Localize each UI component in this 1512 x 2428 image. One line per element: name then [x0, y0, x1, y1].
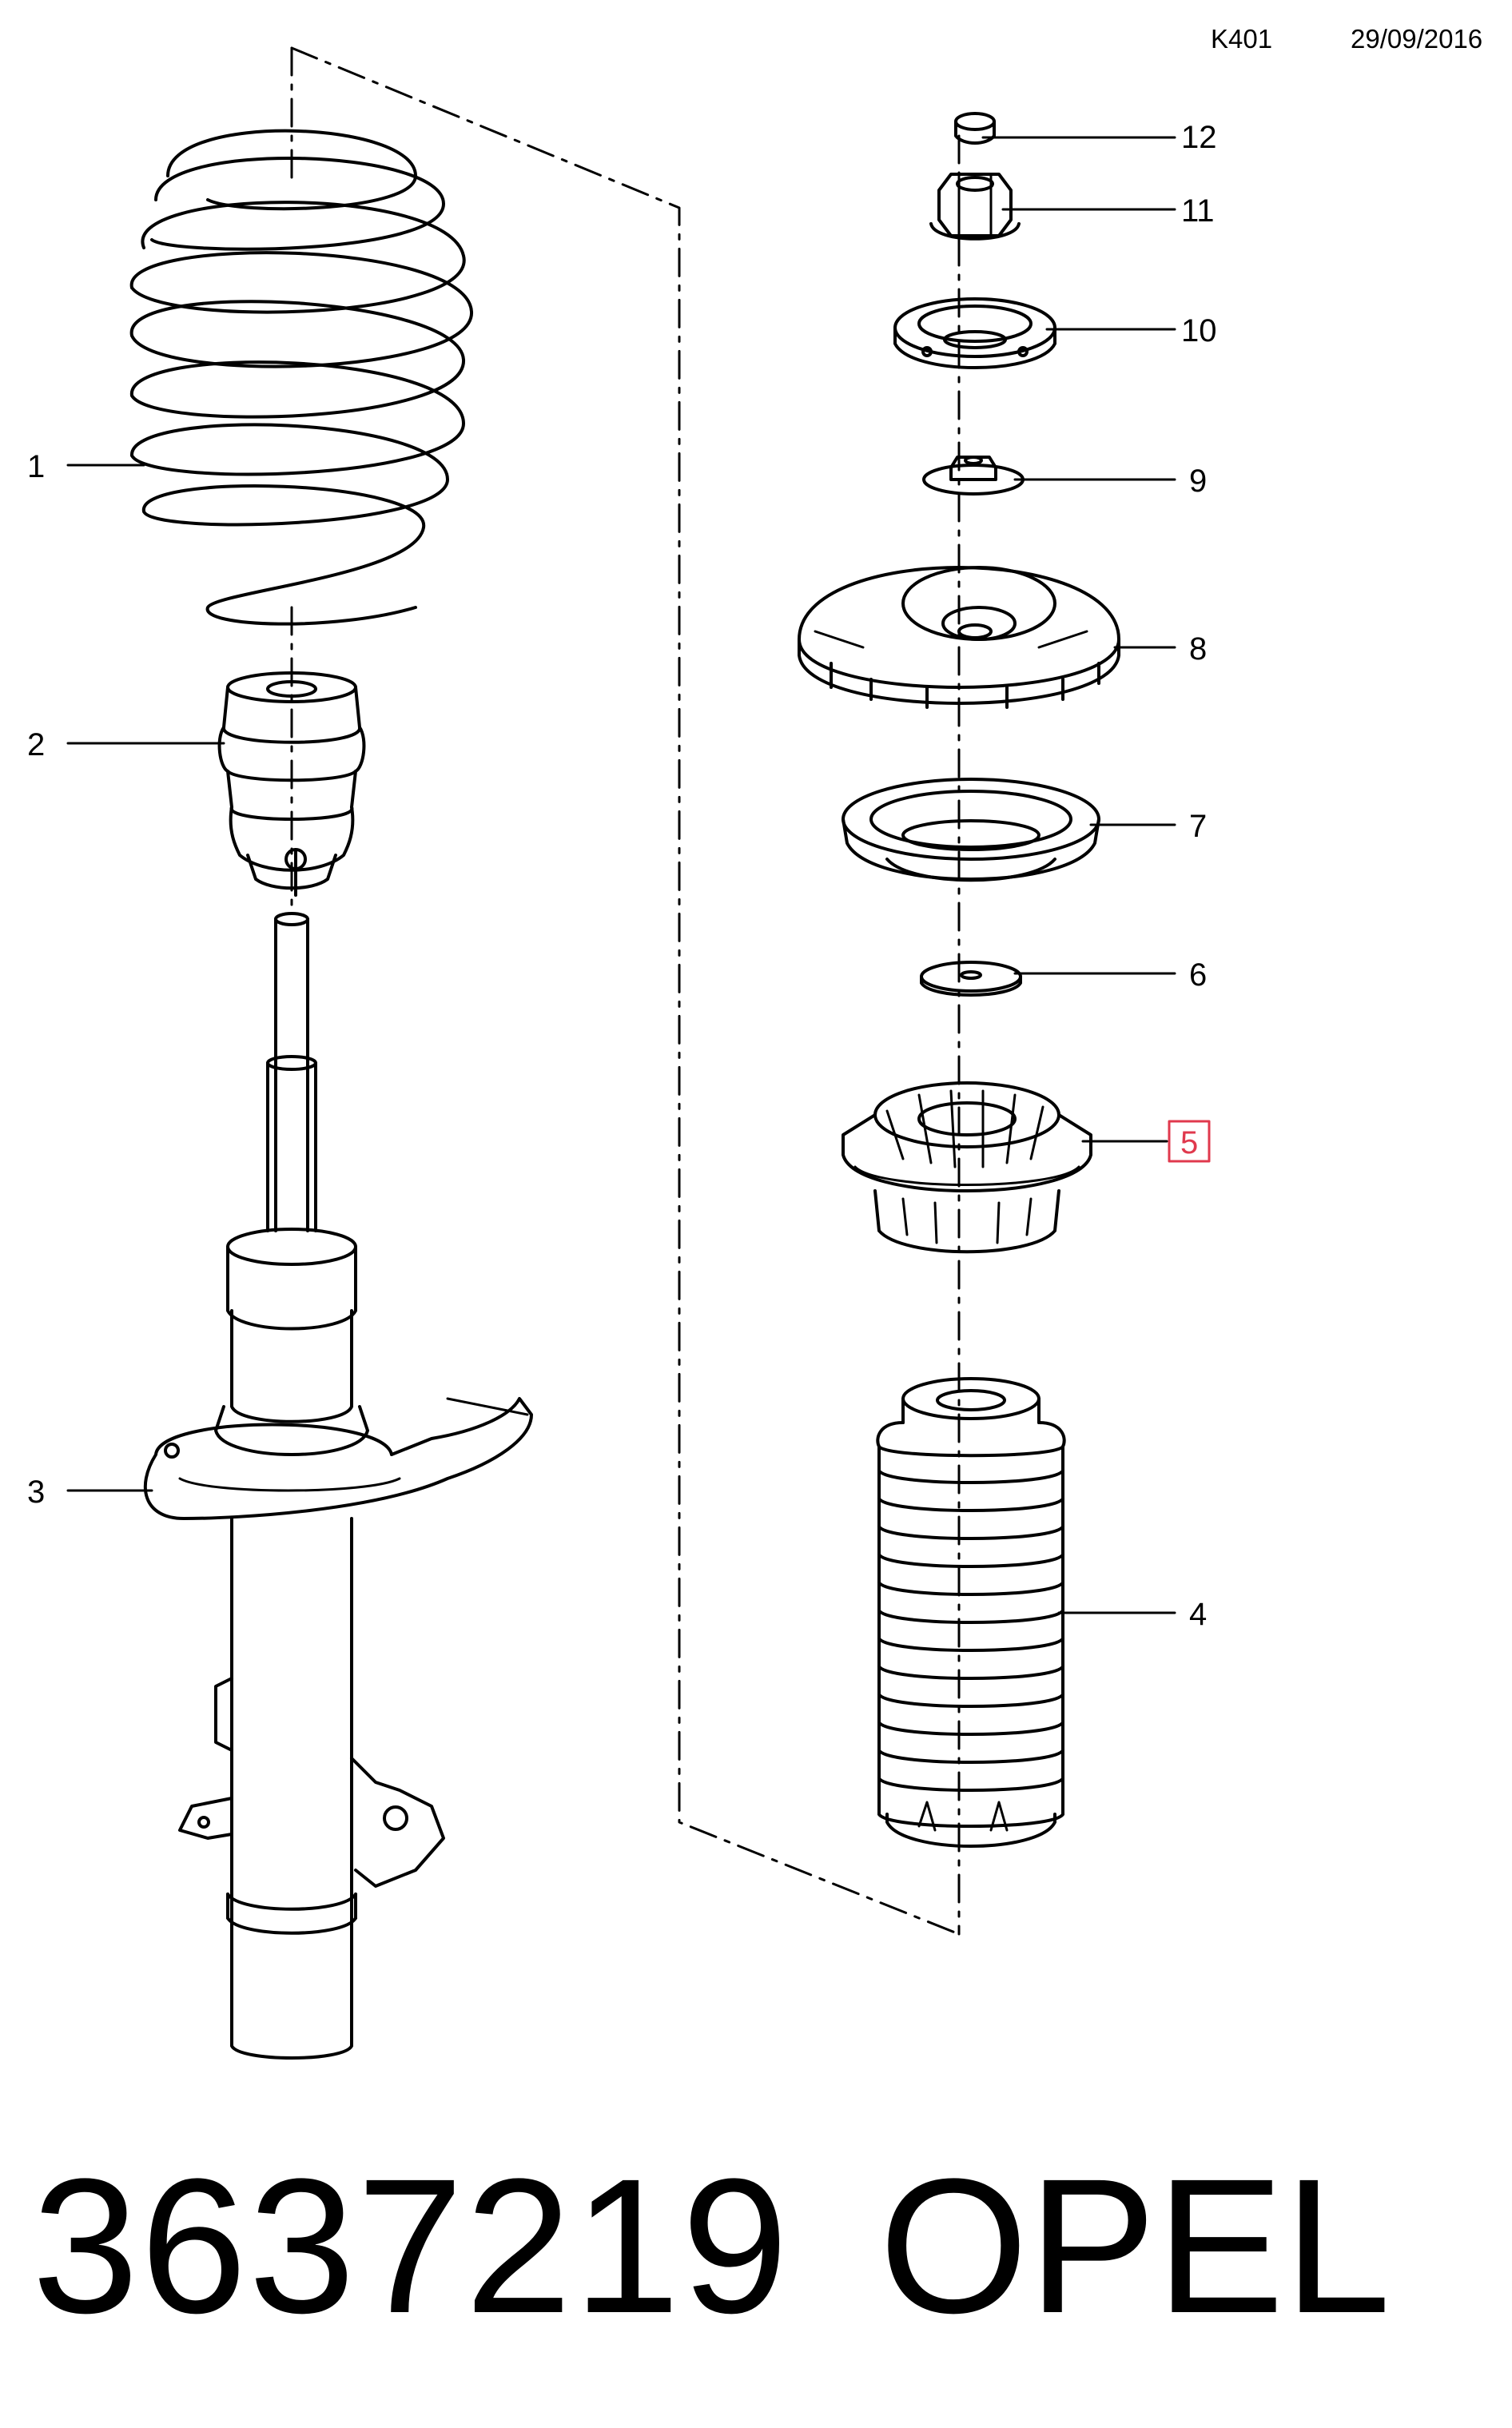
cap-part: [954, 112, 996, 145]
diagram-code: K401: [1211, 24, 1273, 54]
leader-lines: [66, 136, 1176, 1614]
assembly-dash-lines: [290, 46, 961, 1936]
strut-assembly-part: [143, 912, 533, 2060]
bearing-part: [842, 1081, 1092, 1254]
callout-12[interactable]: 12: [1181, 120, 1217, 155]
callout-11[interactable]: 11: [1181, 193, 1215, 229]
callout-7[interactable]: 7: [1189, 809, 1207, 844]
callout-5[interactable]: 5: [1180, 1125, 1198, 1160]
callout-3[interactable]: 3: [27, 1475, 45, 1510]
coil-spring-part: [129, 129, 474, 626]
exploded-suspension-diagram: 1 2 3 12 11 10 9 8 7 6 5 4: [27, 46, 1217, 2060]
bump-stop-part: [217, 671, 366, 897]
upper-seat-part: [893, 297, 1056, 369]
callout-1[interactable]: 1: [27, 449, 45, 484]
washer-nut-part: [922, 456, 1025, 496]
callout-8[interactable]: 8: [1189, 631, 1207, 667]
callout-5-highlight-box: [1168, 1120, 1211, 1163]
part-number: 3637219: [32, 2139, 790, 2353]
brand-name: OPEL: [879, 2139, 1391, 2353]
callout-9[interactable]: 9: [1189, 464, 1207, 499]
spring-seat-part: [842, 778, 1100, 882]
flat-washer-part: [920, 961, 1022, 997]
callout-10[interactable]: 10: [1181, 313, 1217, 348]
dust-boot-part: [876, 1377, 1066, 1848]
strut-mount-part: [798, 566, 1120, 709]
diagram-date: 29/09/2016: [1351, 24, 1483, 54]
callout-4[interactable]: 4: [1189, 1597, 1207, 1632]
hex-nut-part: [929, 173, 1021, 241]
callout-6[interactable]: 6: [1189, 957, 1207, 993]
callout-2[interactable]: 2: [27, 727, 45, 762]
